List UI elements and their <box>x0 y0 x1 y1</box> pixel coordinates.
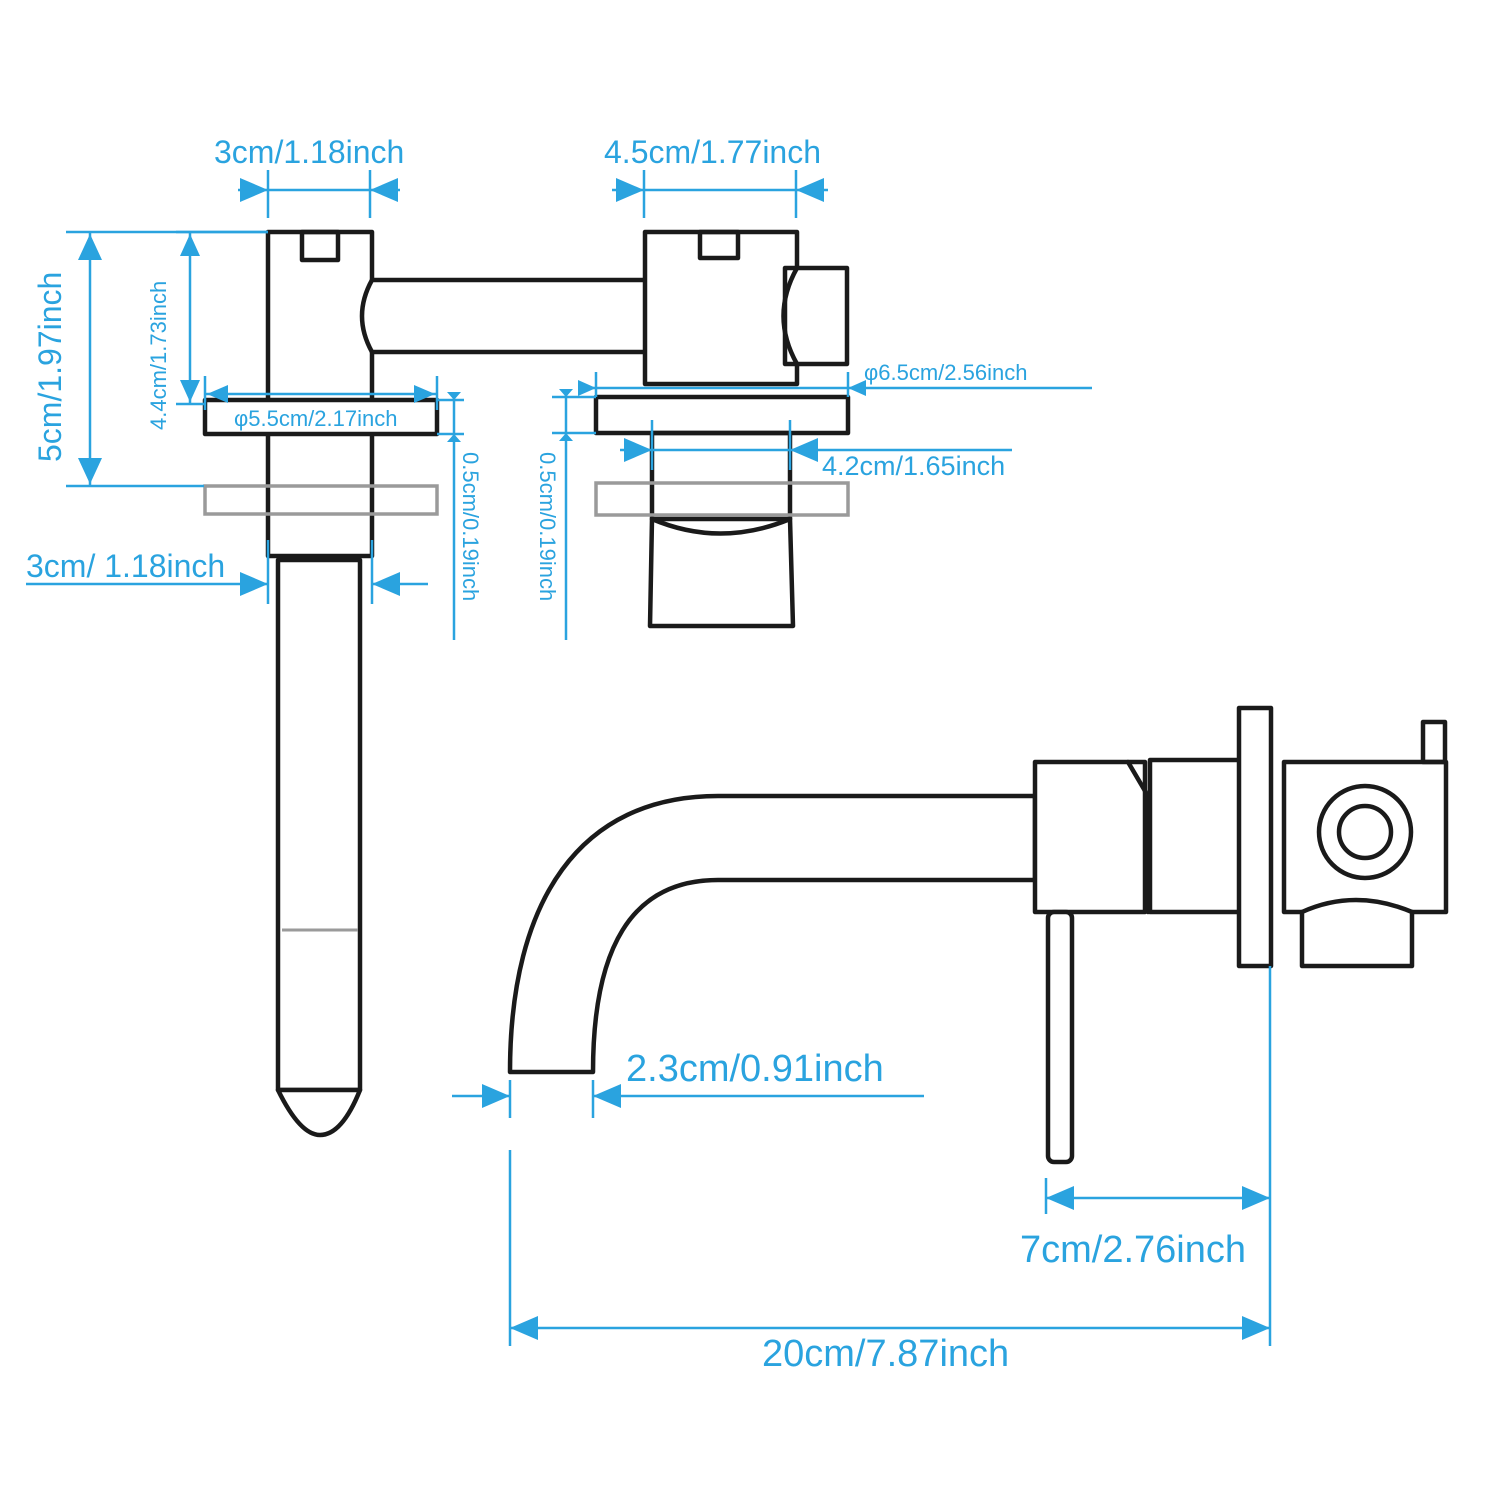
label-spout-top-width: 3cm/1.18inch <box>214 134 404 170</box>
spout-wall-ghost <box>203 484 439 516</box>
label-valve-plate-thickness: 0.5cm/0.19inch <box>535 452 560 601</box>
side-outlet-ring-inner <box>1336 803 1394 861</box>
valve-cover-plate <box>593 394 851 436</box>
valve-body <box>642 229 800 387</box>
label-valve-plate-diameter: φ6.5cm/2.56inch <box>864 360 1027 385</box>
spout-cover-plate <box>202 397 440 437</box>
valve-wall-ghost <box>594 481 850 517</box>
label-spout-pipe-width: 3cm/ 1.18inch <box>26 548 225 584</box>
dim-spout-outlet-width: 2.3cm/0.91inch <box>452 1048 924 1118</box>
dim-valve-plate-thickness: 0.5cm/0.19inch <box>535 389 596 640</box>
dim-handle-to-wall: 7cm/2.76inch <box>1020 966 1272 1346</box>
dim-spout-pipe-width: 3cm/ 1.18inch <box>26 540 428 604</box>
valve-side-curve <box>781 265 800 367</box>
side-outlet-ring-outer <box>1316 783 1414 881</box>
label-spout-reach: 20cm/7.87inch <box>762 1333 1009 1375</box>
label-spout-outlet-width: 2.3cm/0.91inch <box>626 1048 884 1090</box>
dim-spout-plate-thickness: 0.5cm/0.19inch <box>437 392 483 640</box>
dim-body-height: 5cm/1.97inch <box>32 230 268 488</box>
spout-unit-top-view <box>202 229 440 1138</box>
dim-valve-plate-diameter: φ6.5cm/2.56inch <box>578 360 1092 397</box>
side-middle-block <box>1147 757 1243 915</box>
valve-unit-top-view <box>593 229 851 629</box>
dim-valve-body-width: 4.2cm/1.65inch <box>620 420 1012 481</box>
label-handle-to-wall: 7cm/2.76inch <box>1020 1229 1246 1271</box>
side-valve-handle <box>1299 897 1415 969</box>
dim-spout-plate-diameter: φ5.5cm/2.17inch <box>203 376 439 431</box>
side-valve-tab <box>1420 719 1448 765</box>
dim-valve-top-width: 4.5cm/1.77inch <box>604 134 828 218</box>
dim-spout-body-height: 4.4cm/1.73inch <box>146 230 268 430</box>
valve-handle <box>647 516 796 629</box>
spout-tip <box>275 1087 363 1138</box>
label-spout-plate-thickness: 0.5cm/0.19inch <box>458 452 483 601</box>
connecting-pipe <box>359 277 656 355</box>
label-valve-top-width: 4.5cm/1.77inch <box>604 134 821 170</box>
label-spout-body-height: 4.4cm/1.73inch <box>146 281 171 430</box>
spout-set-screw <box>299 229 341 263</box>
side-view <box>507 705 1449 1165</box>
side-spout-body <box>1032 759 1148 915</box>
spout-pipe <box>275 557 363 1093</box>
label-valve-body-width: 4.2cm/1.65inch <box>822 451 1005 481</box>
side-lever-handle <box>1045 909 1075 1165</box>
valve-side-port <box>782 265 850 367</box>
side-wall-flange <box>1236 705 1274 969</box>
dim-spout-top-width: 3cm/1.18inch <box>214 134 404 218</box>
side-spout <box>507 793 1038 1075</box>
label-body-height: 5cm/1.97inch <box>32 272 68 462</box>
valve-neck <box>649 430 793 522</box>
label-spout-plate-diameter: φ5.5cm/2.17inch <box>234 406 397 431</box>
dim-spout-reach: 20cm/7.87inch <box>508 1150 1270 1375</box>
valve-set-screw <box>697 229 741 261</box>
